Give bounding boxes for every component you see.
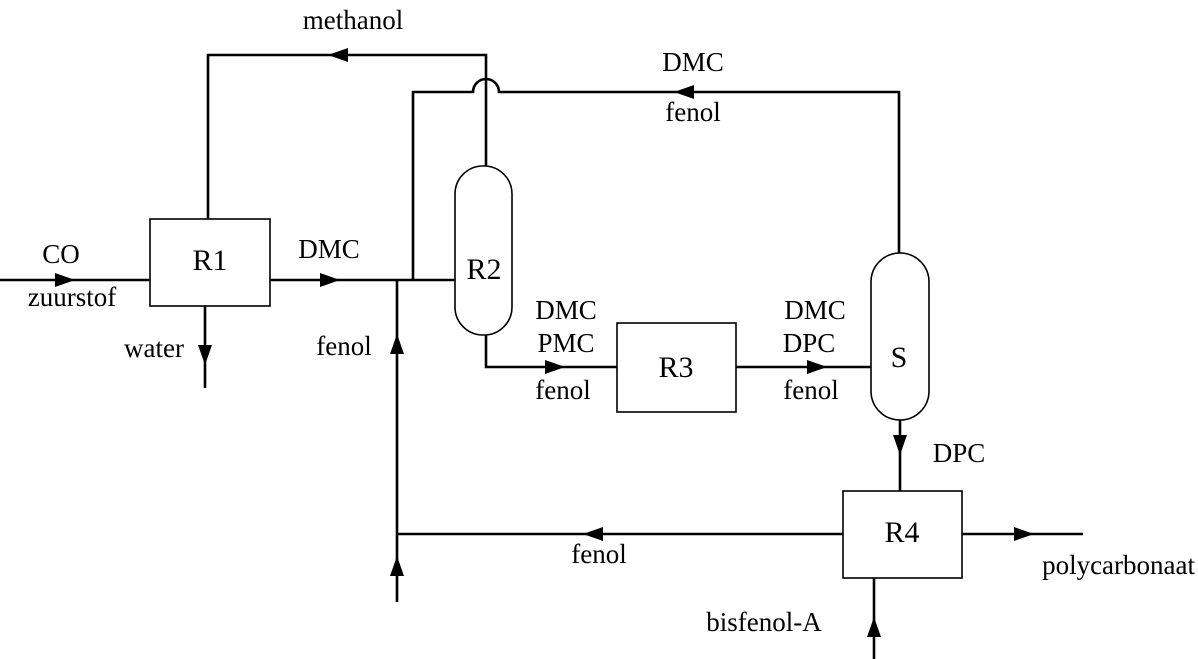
stream-lines <box>0 53 1083 659</box>
dmc-fenol-recycle-line <box>411 77 901 280</box>
unit-r2: R2 <box>454 165 513 336</box>
unit-r1: R1 <box>149 218 271 307</box>
arrow-recycle-left <box>674 85 694 99</box>
r2-to-r3-line <box>484 335 617 369</box>
separator-s-vessel <box>870 252 930 421</box>
reactor-r3-box <box>616 322 737 413</box>
label-bisfenol-a: bisfenol-A <box>706 607 822 637</box>
label-r2-fenol: fenol <box>535 375 590 405</box>
label-zuurstof: zuurstof <box>28 282 116 312</box>
arrow-methanol-left <box>328 48 348 62</box>
reactor-r1-box <box>149 218 271 307</box>
arrow-fenol-up-lower <box>390 556 404 576</box>
methanol-recycle-line <box>206 53 488 219</box>
label-methanol: methanol <box>303 5 403 35</box>
label-fenol-feed: fenol <box>316 331 371 361</box>
label-r2-pmc: PMC <box>537 328 594 358</box>
label-s-dpc: DPC <box>933 438 986 468</box>
arrow-r2-to-r3-right <box>545 360 565 374</box>
label-r3-fenol: fenol <box>783 375 838 405</box>
label-recycle-dmc: DMC <box>662 47 724 77</box>
column-r2-vessel <box>454 165 513 336</box>
arrow-r4-fenol-left <box>583 527 603 541</box>
reactor-r4-label: R4 <box>884 516 919 549</box>
arrow-water-down <box>198 345 212 365</box>
arrow-dmc-right <box>320 273 340 287</box>
label-recycle-fenol: fenol <box>665 97 720 127</box>
reactor-r1-label: R1 <box>192 244 227 277</box>
label-co: CO <box>42 239 80 269</box>
column-r2-label: R2 <box>466 253 501 286</box>
label-r2-dmc: DMC <box>535 295 597 325</box>
label-r1-dmc: DMC <box>298 234 360 264</box>
arrow-dpc-down <box>893 435 907 455</box>
label-r3-dmc: DMC <box>784 295 846 325</box>
reactor-r4-box <box>842 490 963 579</box>
stream-labels: CO zuurstof water DMC methanol DMC fenol… <box>28 5 1196 637</box>
unit-r4: R4 <box>842 490 963 579</box>
arrow-fenol-up-upper <box>390 334 404 354</box>
label-polycarbonaat: polycarbonaat <box>1042 550 1195 580</box>
label-water: water <box>124 333 184 363</box>
flow-arrows <box>55 48 1034 637</box>
label-r4-fenol: fenol <box>571 539 626 569</box>
reactor-r3-label: R3 <box>658 351 693 384</box>
arrow-co-right <box>55 273 75 287</box>
unit-r3: R3 <box>616 322 737 413</box>
arrow-bisfenol-up <box>867 617 881 637</box>
arrow-polycarbonaat-right <box>1014 527 1034 541</box>
unit-s: S <box>870 252 930 421</box>
label-r3-dpc: DPC <box>783 328 836 358</box>
separator-s-label: S <box>891 341 908 374</box>
arrow-r3-to-s-right <box>807 360 827 374</box>
